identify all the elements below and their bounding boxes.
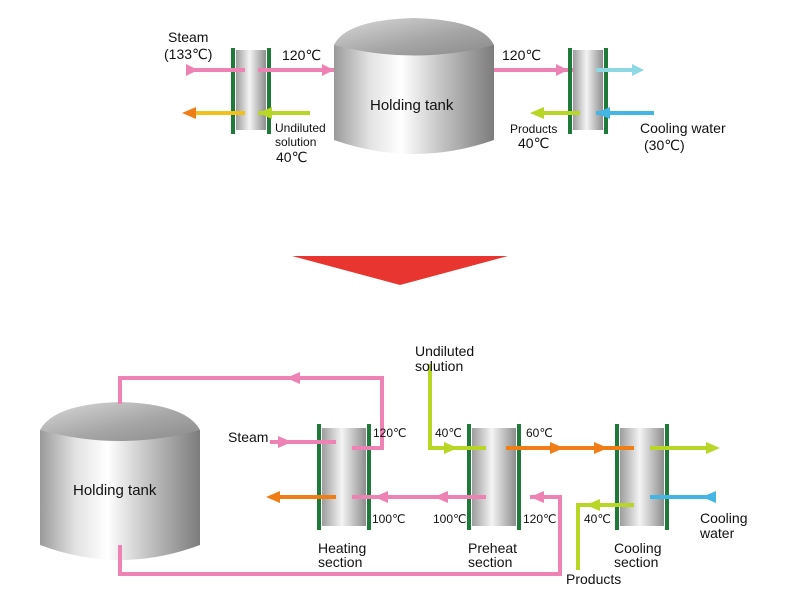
bottom-cooling-water-label-2: water [699,525,735,541]
top-cooling-water-temp: (30℃) [644,137,685,153]
top-steam-arrow [186,64,198,76]
cooling-section-label-2: section [614,554,658,570]
cooling-temp: 40℃ [584,512,611,526]
preheat-section-label-1: Preheat [468,540,517,556]
cooling-section-label-1: Cooling [614,540,661,556]
bottom-cooling-water-label-1: Cooling [700,510,747,526]
top-tank-out-arrow [556,64,568,76]
top-cooling-water-arrow [596,107,610,119]
transition-arrow [292,256,508,285]
top-cooling-water-label: Cooling water [640,120,726,136]
top-products-temp: 40℃ [518,135,549,151]
preheat-to-heating-arrow-1 [434,491,448,503]
heating-section-plate [322,428,366,526]
bottom-holding-tank-lid [40,402,200,441]
preheat-out-temp: 60℃ [526,426,553,440]
bottom-undiluted-label-1: Undiluted [415,343,474,359]
tank-to-preheat-arrow [530,491,544,503]
heating-bottom-temp: 100℃ [372,512,406,526]
top-heater-plate [236,50,266,130]
heating-section-label-2: section [318,554,362,570]
top-schematic: Steam (133℃) 120℃ Holding tank 120℃ Undi… [164,18,726,165]
top-condensate-arrow [182,107,196,119]
preheat-bottom-right-temp: 120℃ [523,512,557,526]
top-products-label: Products [510,122,557,136]
bottom-products-label: Products [566,571,621,587]
top-undiluted-arrow [258,107,272,119]
cooling-section-plate [620,428,664,526]
bottom-holding-tank-body [40,430,200,560]
heating-section-label-1: Heating [318,540,366,556]
cooling-water-out-arrow [706,442,720,454]
top-to-tank-arrow [322,64,334,76]
top-steam-label: Steam [168,29,208,45]
bottom-steam-label: Steam [228,429,268,445]
return-pipe-arrow [286,372,300,384]
bottom-schematic: Holding tank [40,343,747,587]
preheat-section-plate [472,428,516,526]
tank-to-preheat-pipe [118,495,562,576]
bottom-undiluted-pipe [428,364,486,450]
preheat-bottom-left-temp: 100℃ [433,512,467,526]
bottom-cooling-water-arrow [702,491,716,503]
heated-product-return-pipe [118,376,384,450]
top-undiluted-label-2: solution [275,135,316,149]
products-out-arrow [586,499,600,511]
top-products-arrow [530,107,544,119]
preheat-in-temp: 40℃ [435,426,462,440]
preheat-to-cooling-arrow-1 [550,442,564,454]
top-tank-out-temp: 120℃ [502,47,541,63]
preheat-section-label-2: section [468,554,512,570]
top-steam-temp: (133℃) [164,46,212,62]
products-out-pipe [576,503,634,570]
bottom-holding-tank-label: Holding tank [73,482,157,499]
bottom-undiluted-arrow [444,442,458,454]
bottom-steam-arrow [278,436,292,448]
top-holding-tank-label: Holding tank [370,97,454,114]
top-cooler-plate [573,50,603,130]
top-holding-tank-lid [334,18,494,56]
top-cooling-out-arrow [632,64,644,76]
heating-top-temp: 120℃ [373,426,407,440]
bottom-condensate-arrow [266,491,280,503]
preheat-to-cooling-arrow-2 [594,442,608,454]
preheat-to-heating-arrow-2 [374,491,388,503]
top-holding-tank-body [334,45,494,154]
top-heater-out-temp: 120℃ [282,47,321,63]
bottom-undiluted-label-2: solution [415,358,463,374]
top-undiluted-temp: 40℃ [276,149,307,165]
top-undiluted-label-1: Undiluted [275,121,326,135]
